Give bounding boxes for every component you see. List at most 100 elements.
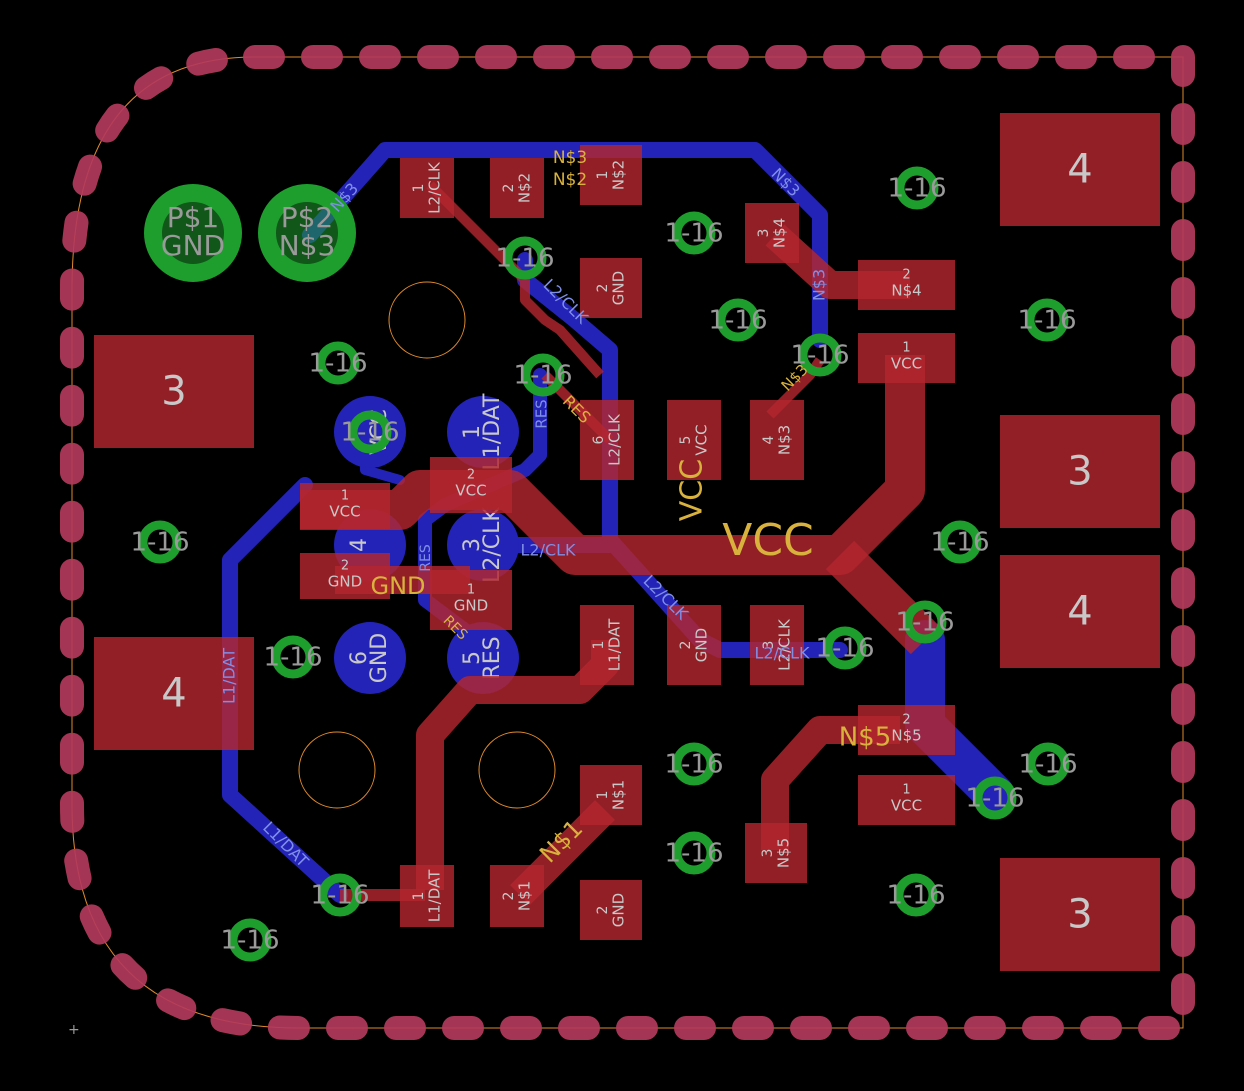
smd-pad	[490, 865, 544, 927]
pad-number: 2	[501, 184, 517, 193]
net-label-top: N$2	[553, 170, 587, 190]
smd-pad	[1000, 113, 1160, 226]
smd-pad	[750, 400, 804, 480]
pad-net: VCC	[693, 424, 711, 455]
pad-number: 1	[902, 783, 910, 798]
via-drill-label: 1-16	[495, 244, 554, 274]
smd-pad	[580, 145, 642, 205]
via-ring	[1025, 298, 1069, 342]
via-ring	[228, 918, 272, 962]
via-ring	[903, 600, 947, 644]
via-ring	[823, 626, 867, 670]
via-drill-label: 1-16	[815, 634, 874, 664]
via-ring	[895, 166, 939, 210]
via-ring	[798, 333, 842, 377]
via-ring	[894, 873, 938, 917]
pad-number: 5	[678, 436, 694, 445]
net-label-top: VCC	[675, 459, 710, 521]
via-drill-label: 1-16	[1018, 750, 1077, 780]
pad-net: GND	[610, 893, 628, 927]
via-ring	[138, 520, 182, 564]
net-label-top: N$5	[839, 723, 892, 753]
test-point-net: N$3	[279, 229, 336, 262]
smd-pad	[667, 400, 721, 480]
smd-pad	[94, 637, 254, 750]
via-ring	[716, 298, 760, 342]
pad-number: 2	[341, 559, 349, 574]
board-outline-stitching	[59, 45, 1195, 1040]
smd-pad	[400, 158, 454, 218]
bottom-track	[302, 142, 828, 348]
mounting-hole	[478, 731, 556, 809]
via-ring	[316, 341, 360, 385]
smd-pad	[94, 335, 254, 448]
pad-net: L2/CLK	[776, 618, 794, 671]
smd-pad	[300, 483, 390, 529]
round-pad-net: RES	[480, 636, 505, 679]
pad-number: 2	[902, 268, 910, 283]
via-drill-label: 1-16	[340, 418, 399, 448]
pad-number: 1	[411, 184, 427, 193]
smd-pad	[858, 775, 955, 825]
round-pad-number: 1	[460, 425, 485, 439]
net-label-bottom: RES	[418, 544, 434, 572]
via-ring	[672, 211, 716, 255]
pad-number: 2	[902, 713, 910, 728]
pad-number: 1	[595, 791, 611, 800]
pad-net: VCC	[329, 503, 360, 521]
via-ring	[973, 776, 1017, 820]
pad-net: VCC	[891, 355, 922, 373]
via-ring	[318, 873, 362, 917]
via-drill-label: 1-16	[263, 643, 322, 673]
via-drill-label: 1-16	[887, 174, 946, 204]
smd-pad	[490, 158, 544, 218]
pad-number: 4	[761, 435, 777, 444]
test-point-fill	[161, 201, 225, 265]
smd-pad	[858, 705, 955, 755]
smd-pad	[858, 260, 955, 310]
mounting-hole	[298, 731, 376, 809]
pad-number: 3	[756, 229, 772, 238]
pad-net: L1/DAT	[426, 869, 444, 922]
origin-cross: +	[68, 1022, 80, 1038]
net-label-bottom: L2/CLK	[754, 644, 810, 663]
smd-pad	[430, 570, 512, 630]
round-pad	[447, 509, 519, 581]
mounting-holes	[298, 281, 556, 809]
smd-pad	[1000, 858, 1160, 971]
round-pad	[447, 396, 519, 468]
pad-number: 1	[411, 892, 427, 901]
test-point-name: P$1	[167, 201, 220, 234]
top-track	[300, 355, 925, 575]
smd-pad	[745, 823, 807, 883]
round-pad	[334, 622, 406, 694]
pad-number: 4	[1067, 147, 1092, 193]
round-pad-net: GND	[367, 633, 392, 683]
net-label-top: N$3	[553, 148, 587, 168]
via-drill-label: 1-16	[664, 750, 723, 780]
pad-net: GND	[610, 271, 628, 305]
round-pad-number: 3	[460, 538, 485, 552]
pad-net: N$2	[610, 160, 628, 190]
smd-pad	[667, 605, 721, 685]
via-drill-label: 1-16	[130, 528, 189, 558]
pad-number: 2	[595, 284, 611, 293]
pad-number: 3	[161, 369, 186, 415]
via-drill-label: 1-16	[895, 608, 954, 638]
pad-net: L1/DAT	[606, 618, 624, 671]
via-ring	[672, 831, 716, 875]
round-pad-number: 4	[347, 538, 372, 552]
smd-pad	[580, 400, 634, 480]
pad-number: 1	[341, 489, 349, 504]
round-pad	[334, 396, 406, 468]
pad-number: 2	[678, 641, 694, 650]
via-ring	[1026, 742, 1070, 786]
pad-number: 1	[467, 583, 475, 598]
pad-number: 4	[1067, 589, 1092, 635]
pad-net: N$5	[775, 838, 793, 868]
via-drill-label: 1-16	[1017, 306, 1076, 336]
via-drill-label: 1-16	[790, 341, 849, 371]
smd-pad	[400, 865, 454, 927]
via-drill-label: 1-16	[708, 306, 767, 336]
